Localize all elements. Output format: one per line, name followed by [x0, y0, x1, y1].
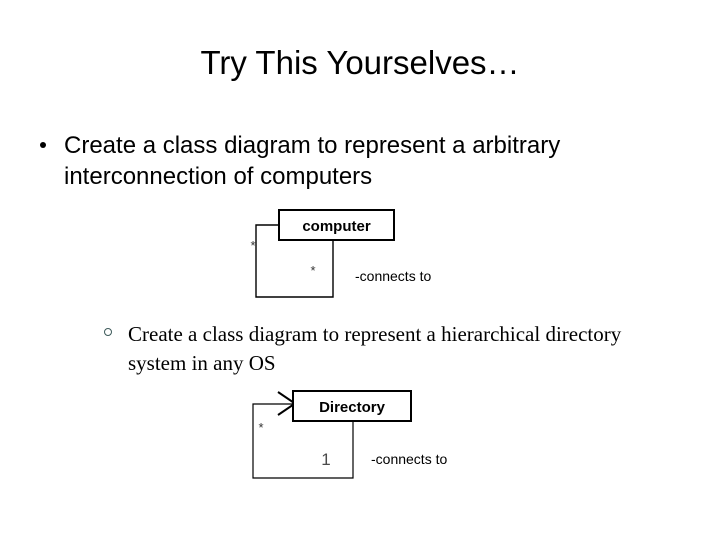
class-name-label: Directory — [319, 399, 386, 416]
bullet-list-level-1: Create a class diagram to represent a ar… — [32, 130, 632, 192]
uml-directory-svg: Directory * 1 -connects to — [252, 390, 447, 479]
multiplicity-source: * — [250, 238, 255, 253]
multiplicity-source: * — [258, 420, 263, 435]
multiplicity-target: * — [310, 263, 315, 278]
self-association-loop — [252, 403, 354, 479]
list-item: Create a class diagram to represent a ar… — [32, 130, 632, 192]
bullet-text-computers: Create a class diagram to represent a ar… — [64, 132, 561, 190]
page-title: Try This Yourselves… — [200, 44, 520, 81]
uml-diagram-directory: Directory * 1 -connects to — [240, 380, 490, 490]
hollow-ring-bullet-icon — [104, 328, 112, 336]
uml-diagram-computer: computer * * -connects to — [240, 200, 490, 310]
bullet-list-level-2: Create a class diagram to represent a hi… — [100, 320, 670, 378]
class-box-directory — [292, 390, 412, 422]
association-label: -connects to — [371, 451, 447, 467]
uml-computer-svg: computer * * -connects to — [250, 209, 431, 298]
self-association-loop — [255, 224, 334, 298]
association-label: -connects to — [355, 268, 431, 284]
multiplicity-target: 1 — [321, 450, 330, 469]
filled-disc-bullet-icon — [40, 142, 46, 148]
class-box-computer — [278, 209, 395, 241]
class-name-label: computer — [302, 218, 371, 235]
bullet-text-directory: Create a class diagram to represent a hi… — [128, 322, 622, 375]
list-item: Create a class diagram to represent a hi… — [100, 320, 670, 378]
